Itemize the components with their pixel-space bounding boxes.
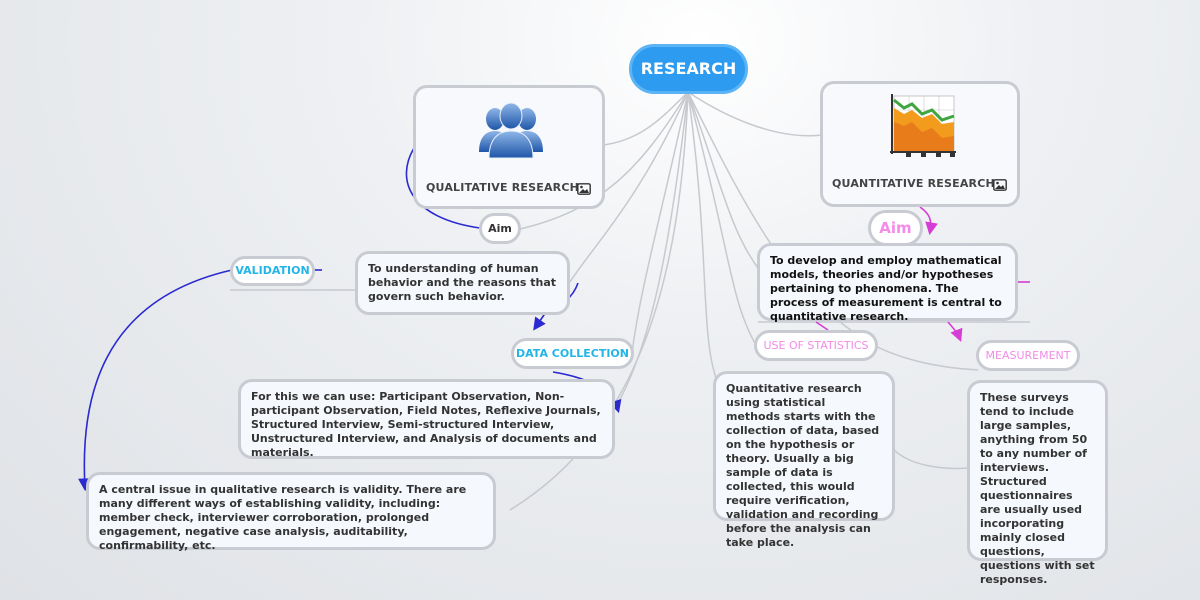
branch-line-quantitative-aim xyxy=(687,91,759,269)
branch-line-quantitative xyxy=(687,91,823,137)
validation-text[interactable]: A central issue in qualitative research … xyxy=(86,472,496,552)
validation-label[interactable]: VALIDATION xyxy=(230,256,315,286)
qualitative-aim-label[interactable]: Aim xyxy=(479,213,521,244)
connector-aim-to-measurement xyxy=(947,321,963,342)
quantitative-connectors xyxy=(815,206,1030,342)
qualitative-research-node[interactable]: QUALITATIVE RESEARCH xyxy=(413,85,605,209)
branch-line-measurement xyxy=(687,91,979,371)
branch-line-statistics xyxy=(687,91,757,346)
branch-line-measurement-text xyxy=(893,449,969,470)
quantitative-aim-text[interactable]: To develop and employ mathematical model… xyxy=(757,243,1018,323)
data-collection-label[interactable]: DATA COLLECTION xyxy=(511,338,634,369)
people-group-icon xyxy=(479,102,543,159)
root-node-research[interactable]: RESEARCH xyxy=(629,44,748,94)
quantitative-aim-label[interactable]: Aim xyxy=(868,210,923,246)
branch-line-qualitative-aim xyxy=(519,91,689,230)
branch-line-validation xyxy=(509,91,689,511)
qualitative-research-title: QUALITATIVE RESEARCH xyxy=(426,181,580,194)
measurement-label[interactable]: MEASUREMENT xyxy=(976,340,1080,371)
branch-line-statistics-text xyxy=(687,91,717,379)
qualitative-aim-text[interactable]: To understanding of human behavior and t… xyxy=(355,251,570,315)
data-collection-text[interactable]: For this we can use: Participant Observa… xyxy=(238,379,615,459)
measurement-text[interactable]: These surveys tend to include large samp… xyxy=(967,380,1108,586)
branch-line-qualitative xyxy=(603,91,689,146)
use-of-statistics-text[interactable]: Quantitative research using statistical … xyxy=(713,371,895,549)
image-icon[interactable] xyxy=(993,179,1007,191)
quantitative-research-title: QUANTITATIVE RESEARCH xyxy=(832,177,995,190)
connector-validation-to-text xyxy=(78,269,233,492)
branch-lines xyxy=(230,91,1030,511)
branch-line-data-collection-text xyxy=(613,91,689,411)
quantitative-research-node[interactable]: QUANTITATIVE RESEARCH xyxy=(820,81,1020,207)
branch-line-data-collection xyxy=(631,91,689,354)
use-of-statistics-label[interactable]: USE OF STATISTICS xyxy=(754,330,878,361)
connector-quantitative-to-aim xyxy=(919,206,938,236)
connector-aim-to-statistics xyxy=(815,321,829,331)
branch-line-qualitative-aim-text xyxy=(569,91,689,283)
image-icon[interactable] xyxy=(577,183,591,195)
area-chart-icon xyxy=(890,94,956,157)
